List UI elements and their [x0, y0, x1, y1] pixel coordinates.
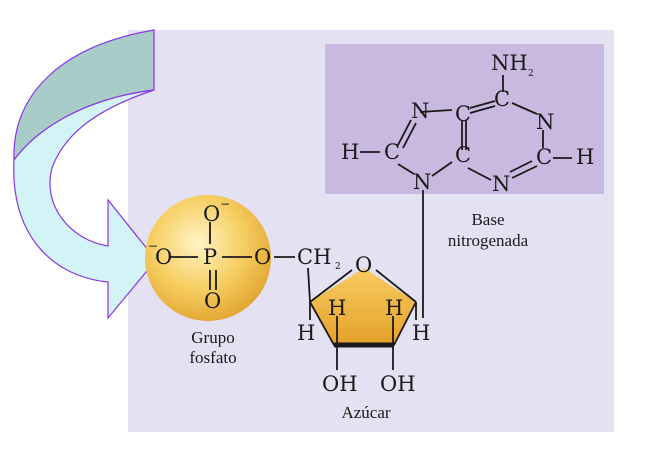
curved-arrow-icon	[13, 29, 157, 320]
phosphate-label-line1: Grupo	[191, 328, 234, 347]
atom-o-bottom: O	[204, 289, 221, 313]
atom-o-left: O	[155, 245, 172, 269]
atom-p: P	[203, 245, 217, 269]
phosphate-atoms: O − − O P O O	[148, 197, 271, 313]
atom-ch2-subscript: 2	[335, 262, 341, 272]
atom-c-right: C	[536, 145, 552, 169]
bond-ring-o-right	[375, 269, 417, 303]
atom-o-right: O	[254, 245, 271, 269]
adenine-atoms: NH 2 N C C N H C C C H N N	[341, 51, 594, 196]
phosphate-ball	[145, 195, 271, 321]
charge-o-left: −	[148, 239, 158, 253]
atom-ring-o: O	[355, 253, 372, 277]
atom-h-right: H	[576, 145, 594, 169]
atom-oh-right: OH	[380, 372, 416, 396]
arrow-lower-body	[13, 89, 157, 320]
atom-n-left-top: N	[411, 99, 429, 123]
atom-h-right-outer: H	[412, 321, 430, 345]
sugar-bonds	[307, 267, 417, 370]
phosphate-label-line2: fosfato	[189, 348, 236, 367]
atom-c-left: C	[384, 140, 400, 164]
bond-ring-o-left	[309, 269, 353, 303]
atom-c-top-mid: C	[455, 102, 471, 126]
atom-n-right-top: N	[536, 110, 554, 134]
atom-nh2-subscript: 2	[528, 69, 534, 79]
charge-o-top: −	[220, 197, 230, 211]
sugar-label: Azúcar	[341, 403, 390, 422]
base-highlight-box	[325, 44, 604, 194]
atom-n-bottom-left: N	[413, 170, 431, 194]
phosphate-bonds	[170, 222, 295, 290]
atom-oh-left: OH	[322, 372, 358, 396]
atom-h-left-outer: H	[297, 321, 315, 345]
atom-o-top: O	[203, 202, 220, 226]
atom-h-right-inner: H	[385, 296, 403, 320]
atom-c-mid: C	[455, 143, 471, 167]
atom-h-left: H	[341, 140, 359, 164]
atom-n-bottom-right: N	[492, 172, 510, 196]
atom-c-top-right: C	[494, 87, 510, 111]
base-label-line1: Base	[471, 210, 504, 229]
atom-nh2: NH	[491, 51, 528, 75]
sugar-atoms: CH 2 O H H H H OH OH	[297, 245, 430, 396]
adenine-structure	[360, 75, 572, 318]
atom-ch2: CH	[297, 245, 331, 269]
base-label-line2: nitrogenada	[448, 231, 529, 250]
atom-h-left-inner: H	[328, 296, 346, 320]
